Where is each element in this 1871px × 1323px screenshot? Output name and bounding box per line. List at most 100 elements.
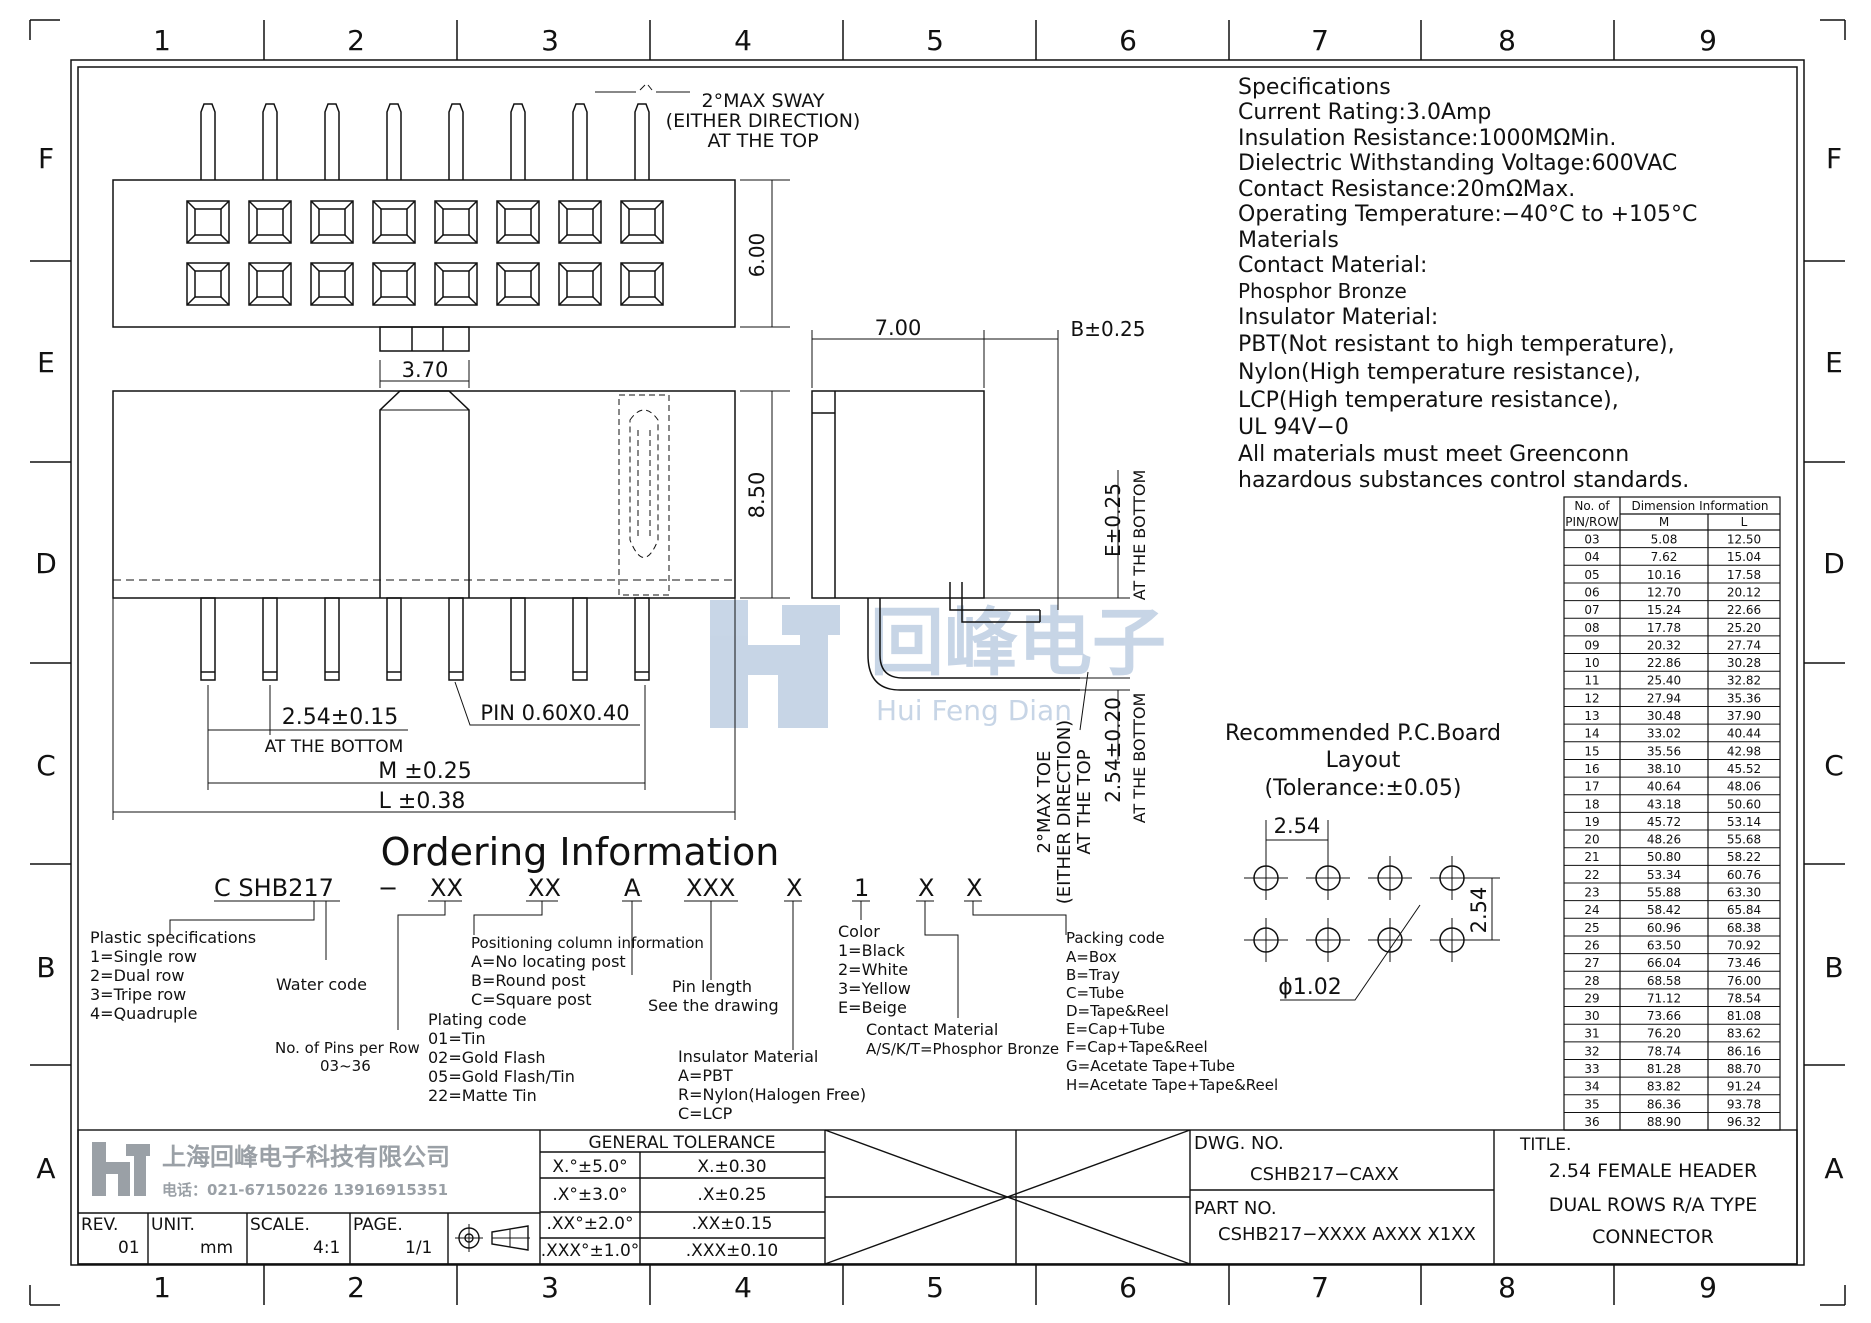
table-cell-l: 12.50: [1727, 533, 1761, 547]
plating-line: 02=Gold Flash: [428, 1048, 546, 1067]
sway-note-line2: (EITHER DIRECTION): [666, 110, 861, 132]
pcb-hole: [1306, 918, 1350, 962]
table-cell-l: 86.16: [1727, 1044, 1761, 1058]
table-cell-pins: 20: [1584, 833, 1599, 847]
table-cell-m: 27.94: [1647, 691, 1681, 705]
table-cell-pins: 03: [1584, 533, 1599, 547]
table-cell-m: 40.64: [1647, 780, 1681, 794]
col-label-bottom: 2: [347, 1271, 365, 1304]
plating-line: Plating code: [428, 1010, 527, 1029]
table-header-m: M: [1659, 515, 1669, 529]
table-cell-l: 17.58: [1727, 568, 1761, 582]
ordering-insulator: Insulator Material A=PBT R=Nylon(Halogen…: [678, 1047, 866, 1123]
pcb-title-line3: (Tolerance:±0.05): [1265, 776, 1462, 801]
ordering-positioning: Positioning column information A=No loca…: [471, 934, 704, 1009]
table-cell-pins: 15: [1584, 744, 1599, 758]
ordering-color: Color 1=Black 2=White 3=Yellow E=Beige: [838, 922, 911, 1017]
table-cell-l: 60.76: [1727, 868, 1761, 882]
table-cell-pins: 12: [1584, 691, 1599, 705]
table-cell-m: 35.56: [1647, 744, 1681, 758]
header-pin-front: [200, 597, 216, 681]
table-cell-m: 30.48: [1647, 709, 1681, 723]
code-pins: XX: [430, 874, 463, 902]
table-cell-pins: 08: [1584, 621, 1599, 635]
col-label-top: 7: [1311, 24, 1329, 57]
table-cell-pins: 17: [1584, 780, 1599, 794]
contact-cavity: [434, 200, 478, 244]
tolerance-title: GENERAL TOLERANCE: [588, 1133, 775, 1153]
contact-line: A/S/K/T=Phosphor Bronze: [866, 1040, 1059, 1058]
row-label-left: D: [35, 547, 57, 580]
tolerance-angle: .XX°±2.0°: [547, 1214, 634, 1234]
table-cell-m: 71.12: [1647, 991, 1681, 1005]
part-label: PART NO.: [1194, 1198, 1277, 1219]
plating-line: 22=Matte Tin: [428, 1086, 537, 1105]
table-cell-pins: 21: [1584, 850, 1599, 864]
table-cell-pins: 13: [1584, 709, 1599, 723]
row-label-left: F: [38, 142, 54, 175]
code-color: 1: [854, 874, 869, 902]
insulator-line: A=PBT: [678, 1066, 733, 1085]
dwg-value: CSHB217−CAXX: [1250, 1164, 1399, 1185]
header-pin-top: [386, 103, 402, 180]
packing-line: D=Tape&Reel: [1066, 1002, 1169, 1020]
dim-pitch-note: AT THE BOTTOM: [265, 737, 404, 757]
table-cell-m: 10.16: [1647, 568, 1681, 582]
table-cell-m: 60.96: [1647, 921, 1681, 935]
col-label-top: 9: [1699, 24, 1717, 57]
pcb-title-line2: Layout: [1326, 748, 1401, 773]
page-label: PAGE.: [353, 1215, 403, 1235]
table-cell-m: 38.10: [1647, 762, 1681, 776]
table-cell-m: 17.78: [1647, 621, 1681, 635]
plastic-line: Plastic specifications: [90, 928, 256, 947]
tolerance-angle: .X°±3.0°: [552, 1185, 627, 1205]
plastic-line: 1=Single row: [90, 947, 197, 966]
spec-line: UL 94V−0: [1238, 415, 1349, 440]
tolerance-linear: .XX±0.15: [692, 1214, 773, 1234]
ordering-packing: Packing code A=Box B=Tray C=Tube D=Tape&…: [1066, 929, 1278, 1094]
dimension-table: No. of PIN/ROW Dimension Information M L…: [1563, 496, 1781, 1131]
row-label-right: A: [1824, 1152, 1843, 1185]
table-cell-pins: 06: [1584, 585, 1599, 599]
table-cell-m: 50.80: [1647, 850, 1681, 864]
toe-note: 2°MAX TOE (EITHER DIRECTION) AT THE TOP: [1034, 720, 1095, 904]
grid-column-labels: 1 2 3 4 5 6 7 8 9 1 2 3 4 5 6 7 8 9: [153, 24, 1717, 1304]
table-cell-l: 63.30: [1727, 886, 1761, 900]
table-cell-pins: 35: [1584, 1097, 1599, 1111]
contact-cavity: [620, 262, 664, 306]
header-pin-top: [572, 103, 588, 180]
table-cell-l: 25.20: [1727, 621, 1761, 635]
insulator-line: R=Nylon(Halogen Free): [678, 1085, 866, 1104]
col-label-top: 3: [541, 24, 559, 57]
table-cell-l: 37.90: [1727, 709, 1761, 723]
table-cell-l: 55.68: [1727, 833, 1761, 847]
table-cell-l: 78.54: [1727, 991, 1761, 1005]
contact-cavity: [558, 200, 602, 244]
table-cell-pins: 31: [1584, 1027, 1599, 1041]
row-label-left: C: [36, 749, 56, 782]
table-cell-m: 66.04: [1647, 956, 1681, 970]
dim-6-00: 6.00: [745, 233, 769, 278]
table-cell-l: 93.78: [1727, 1097, 1761, 1111]
contact-cavity: [186, 262, 230, 306]
col-label-bottom: 4: [734, 1271, 752, 1304]
positioning-line: C=Square post: [471, 990, 592, 1009]
table-cell-l: 88.70: [1727, 1062, 1761, 1076]
dim-b: B±0.25: [1070, 317, 1145, 341]
pinlength-line: See the drawing: [648, 996, 779, 1015]
packing-line: C=Tube: [1066, 984, 1124, 1002]
plating-line: 05=Gold Flash/Tin: [428, 1067, 575, 1086]
table-cell-m: 33.02: [1647, 727, 1681, 741]
contact-cavity: [434, 262, 478, 306]
table-cell-m: 58.42: [1647, 903, 1681, 917]
dim-e-note: AT THE BOTTOM: [1130, 470, 1149, 601]
company-logo: [92, 1142, 150, 1196]
ordering-pins: No. of Pins per Row 03~36: [275, 1039, 420, 1075]
packing-line: H=Acetate Tape+Tape&Reel: [1066, 1076, 1278, 1094]
table-cell-l: 45.52: [1727, 762, 1761, 776]
ordering-plating: Plating code 01=Tin 02=Gold Flash 05=Gol…: [428, 1010, 575, 1105]
contact-cavity: [496, 200, 540, 244]
table-cell-pins: 23: [1584, 886, 1599, 900]
col-label-bottom: 9: [1699, 1271, 1717, 1304]
dwg-label: DWG. NO.: [1194, 1133, 1284, 1154]
